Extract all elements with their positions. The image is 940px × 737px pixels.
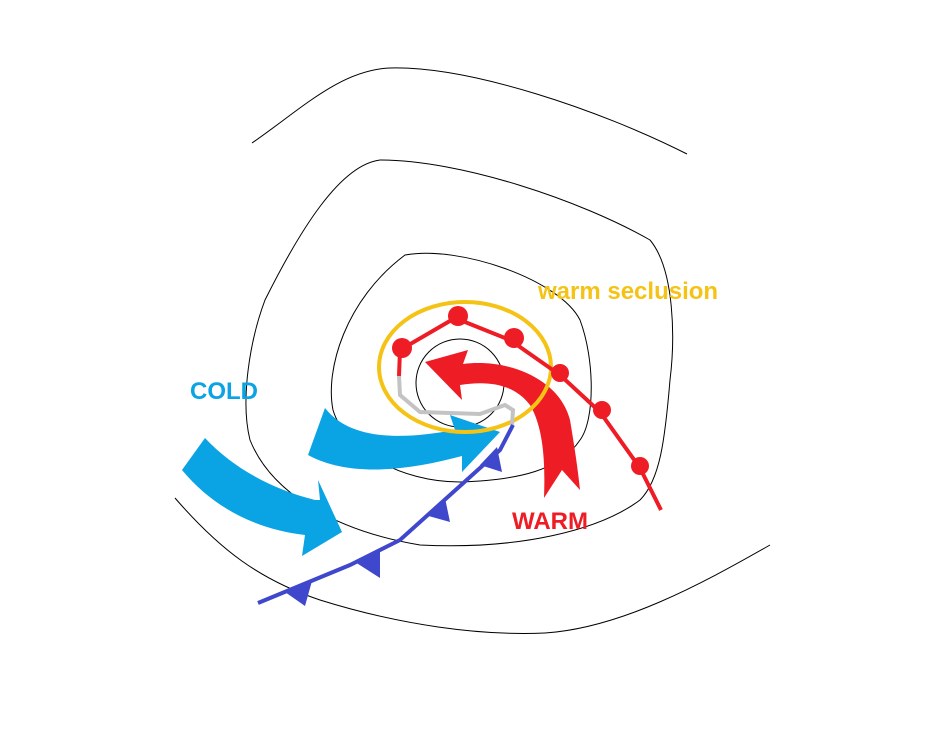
warm-label: WARM — [512, 508, 588, 535]
warm-front-bumps — [392, 306, 649, 475]
cold-arrow-lower — [182, 438, 342, 556]
cold-front — [257, 424, 515, 605]
cold-arrow-upper — [308, 408, 500, 472]
isobar-third — [330, 252, 592, 483]
warm-arrow — [425, 350, 580, 498]
occluded-front — [397, 375, 516, 426]
isobar-outer-top — [251, 67, 688, 155]
warm-seclusion-label: warm seclusion — [538, 278, 719, 305]
cold-front-triangles — [285, 447, 502, 606]
isobar-outer-bottom — [174, 497, 771, 634]
cold-label: COLD — [190, 378, 258, 405]
isobar-second — [245, 159, 674, 547]
